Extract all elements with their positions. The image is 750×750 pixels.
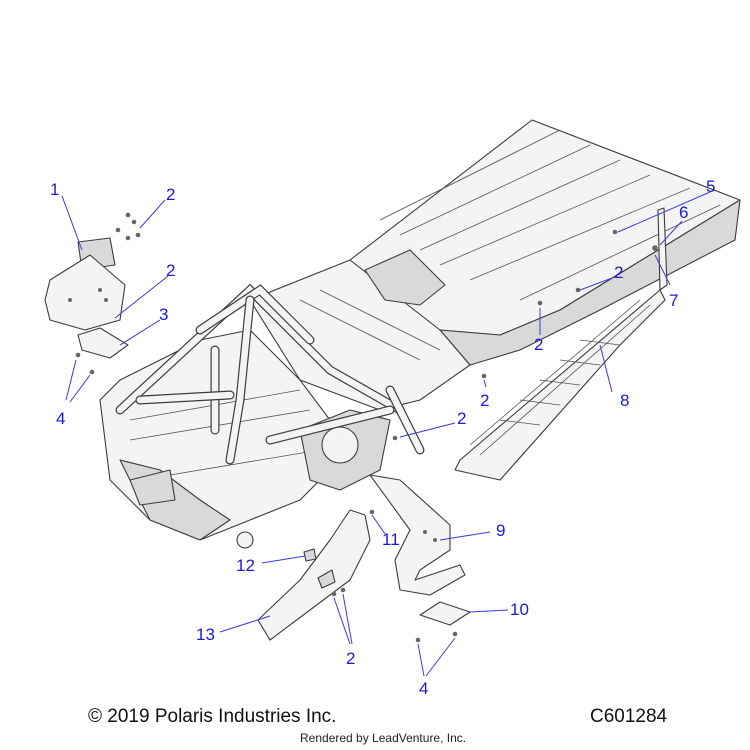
callout-4: 4 [56, 409, 65, 428]
callout-8: 8 [620, 391, 629, 410]
part-12-clip [303, 548, 317, 562]
callout-4: 4 [419, 679, 428, 698]
callout-6: 6 [679, 203, 688, 222]
fasteners [75, 212, 658, 643]
part-3-plate [77, 327, 129, 359]
callout-2: 2 [166, 185, 175, 204]
callout-5: 5 [706, 177, 715, 196]
part-9-panel [369, 474, 466, 596]
callout-2: 2 [457, 409, 466, 428]
callout-2: 2 [480, 391, 489, 410]
callout-3: 3 [159, 305, 168, 324]
callout-12: 12 [236, 556, 255, 575]
part-1-panel [44, 237, 126, 331]
copyright-text: © 2019 Polaris Industries Inc. [88, 706, 337, 727]
callout-11: 11 [382, 530, 400, 549]
callout-2: 2 [346, 649, 355, 668]
part-8-running-board [454, 289, 666, 481]
leader-lines [61, 191, 711, 677]
callout-10: 10 [510, 600, 529, 619]
rendered-by-text: Rendered by LeadVenture, Inc. [300, 731, 467, 745]
callout-1: 1 [50, 180, 59, 199]
callout-2: 2 [534, 335, 543, 354]
callout-2: 2 [614, 263, 623, 282]
callouts: 1 2 2 3 4 5 6 7 2 2 2 2 8 9 11 12 13 2 1… [50, 177, 715, 698]
tunnel-assembly [249, 119, 741, 411]
tube-frame [115, 283, 425, 465]
callout-2: 2 [166, 261, 175, 280]
callout-7: 7 [669, 291, 678, 310]
callout-9: 9 [496, 521, 505, 540]
part-13-panel [257, 509, 371, 641]
figure-id: C601284 [590, 706, 668, 727]
part-10-plate [419, 601, 471, 626]
callout-13: 13 [196, 625, 215, 644]
